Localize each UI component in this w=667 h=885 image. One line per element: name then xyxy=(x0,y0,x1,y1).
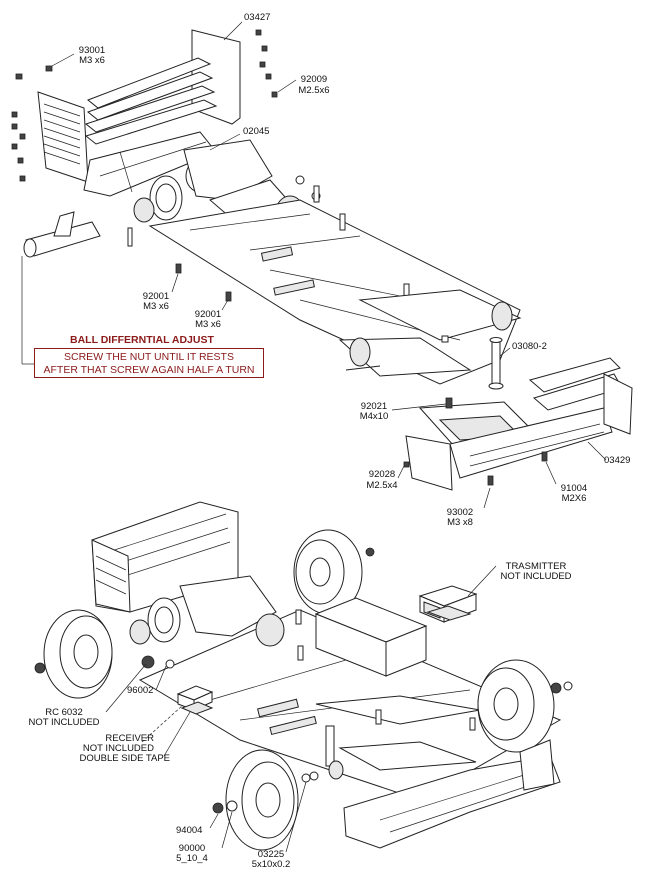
part-label-03429: 03429 xyxy=(604,455,631,466)
ball-diff-note-box: SCREW THE NUT UNTIL IT RESTS AFTER THAT … xyxy=(34,348,264,378)
part-label-96002: 96002 xyxy=(127,685,154,696)
receiver-label-2: NOT INCLUDED xyxy=(82,743,154,754)
part-label-92009-size: M2.5x6 xyxy=(298,85,330,96)
leader-lines-top xyxy=(51,21,607,509)
part-label-93001-code: 93001 xyxy=(78,45,106,56)
part-label-92001-a-size: M3 x6 xyxy=(143,301,169,312)
kingpin-shaft xyxy=(488,337,504,390)
part-label-92001-a-code: 92001 xyxy=(142,291,170,302)
part-label-92001-b-size: M3 x6 xyxy=(195,319,221,330)
rear-wing-assembly xyxy=(37,29,241,197)
rc-6032-label-2: NOT INCLUDED xyxy=(28,717,100,728)
part-label-03225-size: 5x10x0.2 xyxy=(251,859,291,870)
top-chassis xyxy=(148,185,521,385)
part-label-90000-code: 90000 xyxy=(178,843,206,854)
part-label-92028-code: 92028 xyxy=(368,469,396,480)
part-label-03225-code: 03225 xyxy=(257,849,285,860)
leader-lines-bottom xyxy=(105,565,497,853)
ball-diff-note-title: BALL DIFFERNTIAL ADJUST xyxy=(70,334,214,346)
part-label-92021-code: 92021 xyxy=(360,401,388,412)
receiver-label-1: RECEIVER xyxy=(105,733,154,744)
rc-6032-label-1: RC 6032 xyxy=(45,707,83,718)
diff-tool xyxy=(21,211,133,365)
part-label-92028-size: M2.5x4 xyxy=(366,480,398,491)
ball-diff-note-line-2: AFTER THAT SCREW AGAIN HALF A TURN xyxy=(43,364,255,376)
part-label-03080-2: 03080-2 xyxy=(512,341,547,352)
part-label-92009-code: 92009 xyxy=(300,74,328,85)
part-label-92021-size: M4x10 xyxy=(359,411,389,422)
part-label-90000-size: 5_10_4 xyxy=(176,853,208,864)
assembled-car xyxy=(34,501,573,851)
transmitter-label-1: TRASMITTER xyxy=(505,561,567,572)
rear-wing-screws xyxy=(11,29,278,182)
part-label-91004-size: M2X6 xyxy=(561,493,587,504)
front-suspension xyxy=(338,289,522,377)
front-wing-assembly xyxy=(403,357,633,491)
part-label-03427: 03427 xyxy=(244,12,271,23)
part-label-93001-size: M3 x6 xyxy=(79,55,105,66)
part-label-02045: 02045 xyxy=(243,126,270,137)
ball-diff-note-line-1: SCREW THE NUT UNTIL IT RESTS xyxy=(64,351,234,363)
part-label-93002-size: M3 x8 xyxy=(447,517,473,528)
part-label-92001-b-code: 92001 xyxy=(194,309,222,320)
transmitter-label-2: NOT INCLUDED xyxy=(500,571,572,582)
part-label-94004: 94004 xyxy=(176,825,203,836)
part-label-93002-code: 93002 xyxy=(446,507,474,518)
receiver-label-3: DOUBLE SIDE TAPE xyxy=(79,753,170,764)
part-label-91004-code: 91004 xyxy=(560,483,588,494)
